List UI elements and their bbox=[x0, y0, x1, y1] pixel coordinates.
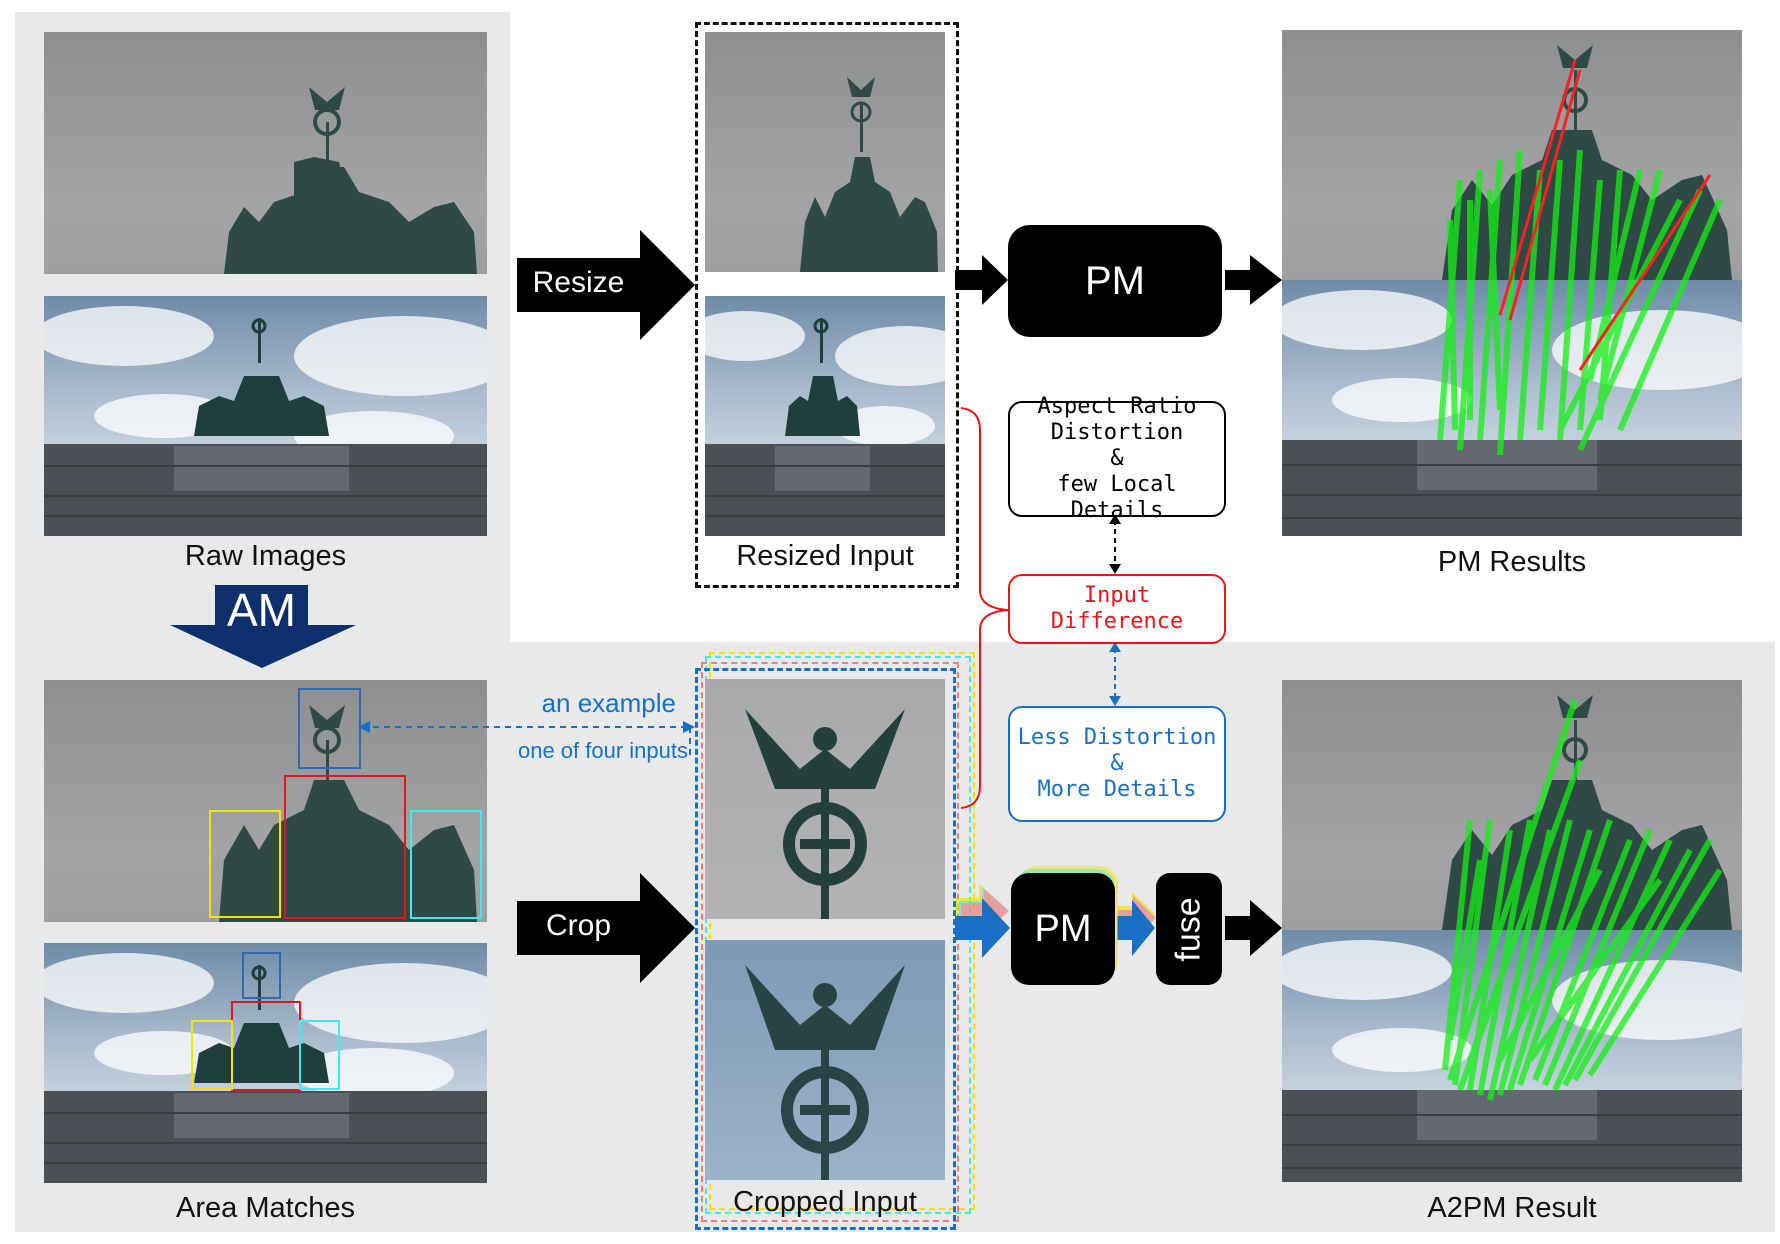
resized-input-label: Resized Input bbox=[736, 540, 914, 572]
resized-image-top bbox=[705, 32, 945, 272]
pm-results-image-bottom bbox=[1282, 280, 1742, 536]
raw-image-top bbox=[44, 32, 487, 274]
raw-images-label: Raw Images bbox=[184, 540, 347, 572]
pm-bottom-box: PM bbox=[1011, 873, 1115, 985]
area-match-image-bottom bbox=[44, 943, 487, 1183]
cropped-image-bottom bbox=[705, 940, 945, 1180]
cropped-input-label: Cropped Input bbox=[733, 1186, 917, 1218]
resized-image-bottom bbox=[705, 296, 945, 536]
raw-image-bottom bbox=[44, 296, 487, 536]
area-box-red-bottom bbox=[231, 1001, 301, 1091]
fuse-box: fuse bbox=[1156, 873, 1222, 985]
area-box-cyan-top bbox=[410, 810, 482, 919]
resize-label: Resize bbox=[532, 266, 625, 299]
pm-results-image-top bbox=[1282, 30, 1742, 280]
area-box-blue-top bbox=[298, 688, 361, 769]
cropped-image-top bbox=[705, 679, 945, 919]
aspect-ratio-note: Aspect Ratio Distortion & few Local Deta… bbox=[1008, 394, 1226, 523]
am-arrow-label: AM bbox=[227, 584, 296, 636]
a2pm-image-bottom bbox=[1282, 930, 1742, 1182]
input-difference-note: Input Difference bbox=[1008, 574, 1226, 644]
area-box-cyan-bottom bbox=[299, 1020, 340, 1090]
fuse-label: fuse bbox=[1169, 896, 1208, 962]
an-example-text: an example bbox=[541, 688, 676, 718]
area-box-yellow-bottom bbox=[191, 1020, 233, 1090]
pm-results-label: PM Results bbox=[1437, 546, 1587, 578]
a2pm-image-top bbox=[1282, 680, 1742, 930]
area-box-blue-bottom bbox=[242, 952, 281, 999]
area-matches-label: Area Matches bbox=[176, 1192, 355, 1224]
pm-top-box: PM bbox=[1008, 225, 1222, 337]
resized-input-frame bbox=[695, 22, 959, 588]
cropped-input-frame bbox=[695, 668, 956, 1230]
a2pm-result-label: A2PM Result bbox=[1427, 1192, 1597, 1224]
less-distortion-note: Less Distortion & More Details bbox=[1008, 706, 1226, 822]
crop-label: Crop bbox=[545, 909, 612, 942]
one-of-four-inputs-text: one of four inputs bbox=[517, 738, 688, 763]
area-match-image-top bbox=[44, 680, 487, 922]
area-box-red-top bbox=[284, 775, 406, 919]
area-box-yellow-top bbox=[209, 810, 281, 918]
